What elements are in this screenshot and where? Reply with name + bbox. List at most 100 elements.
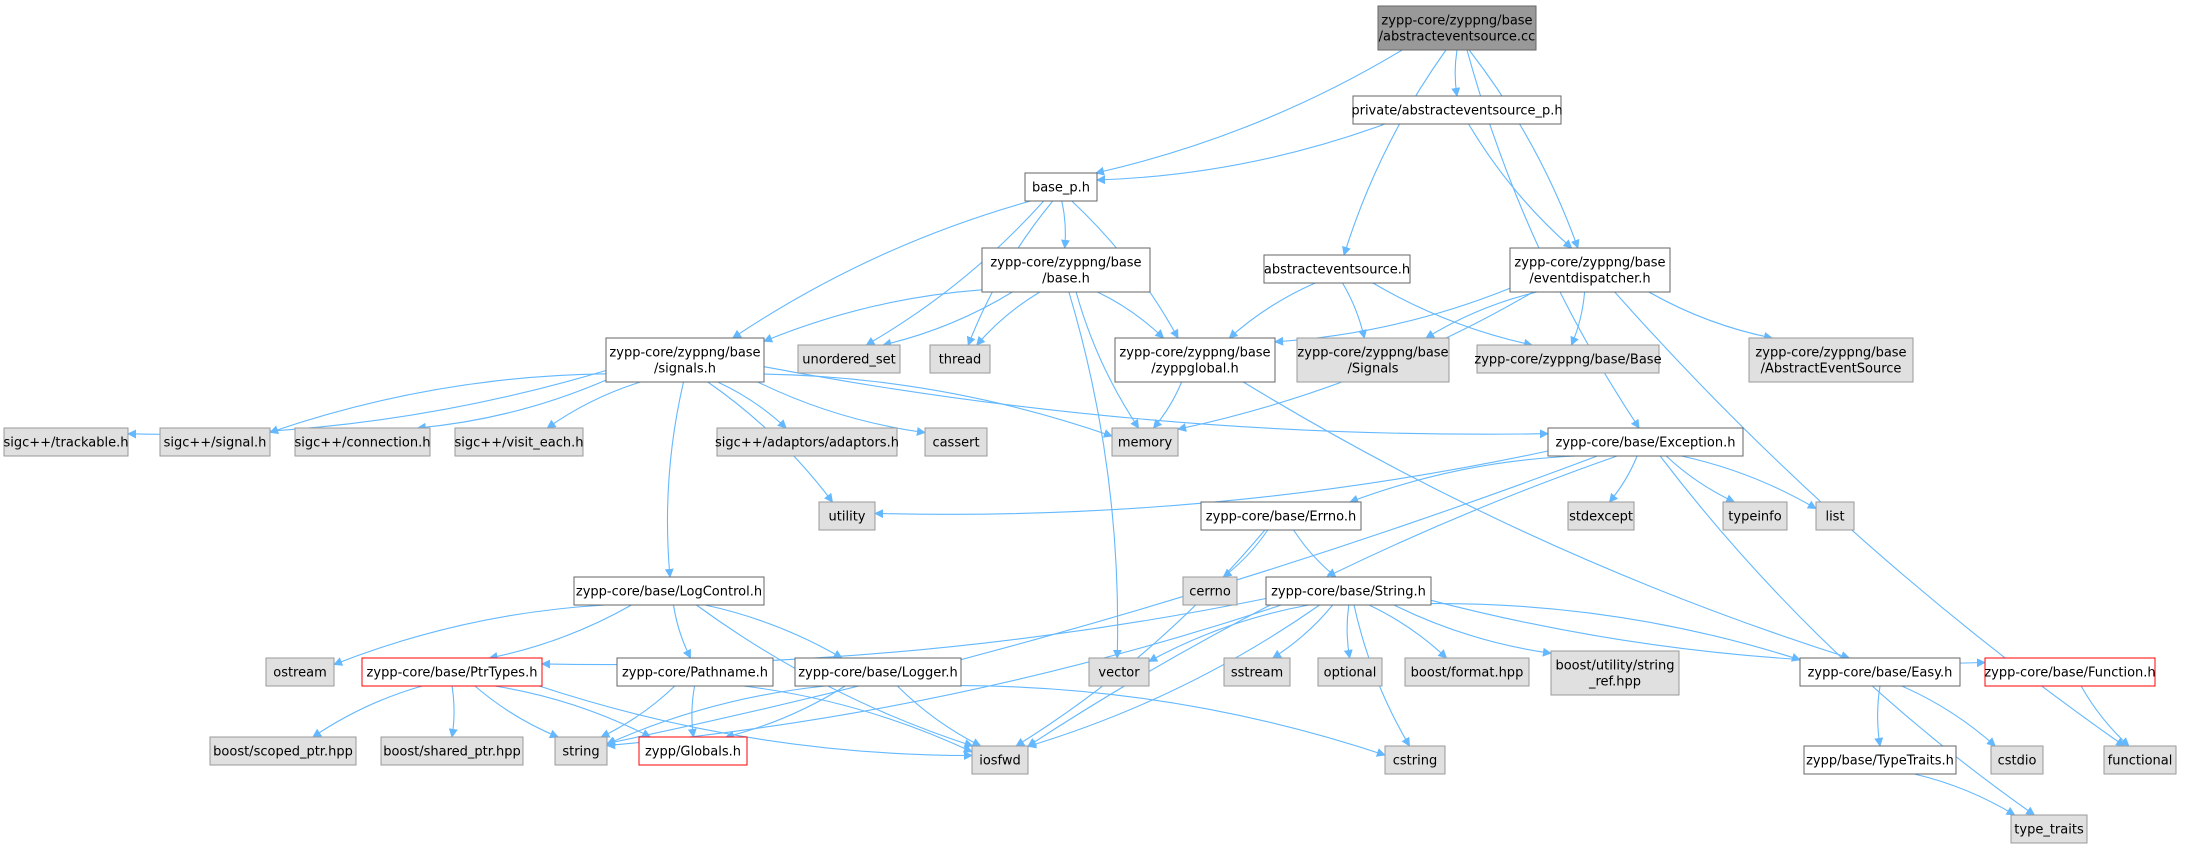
node-sstream-label-line: sstream	[1231, 666, 1283, 681]
node-functional-box	[2103, 745, 2177, 775]
node-evd-label-line: zypp-core/zyppng/base	[1514, 256, 1665, 271]
node-sstream-box	[1223, 657, 1291, 687]
node-ssig: sigc++/signal.h	[159, 427, 271, 457]
node-aesx-label-line: zypp-core/zyppng/base	[1755, 346, 1906, 361]
node-priv-box	[1352, 95, 1562, 125]
node-logger[interactable]: zypp-core/base/Logger.h	[794, 657, 962, 687]
edge-easy-to-ttraitsh	[1874, 685, 1884, 747]
node-bscoped: boost/scoped_ptr.hpp	[209, 736, 357, 766]
node-zglob[interactable]: zypp-core/zyppng/base/zyppglobal.h	[1114, 337, 1276, 383]
nodes: zypp-core/zyppng/base/abstracteventsourc…	[3, 5, 2177, 844]
node-root-box	[1377, 5, 1537, 51]
node-basep-label-line: base_p.h	[1032, 181, 1090, 196]
node-str[interactable]: zypp-core/base/String.h	[1265, 576, 1432, 606]
node-uset-box	[797, 344, 901, 374]
edge-func-to-functional	[2080, 685, 2130, 747]
edge-str-to-func	[1430, 599, 1986, 668]
node-errno-box	[1200, 501, 1362, 531]
node-conn-box	[294, 427, 431, 457]
node-root[interactable]: zypp-core/zyppng/base/abstracteventsourc…	[1377, 5, 1537, 51]
node-optional-label-line: optional	[1324, 666, 1377, 681]
node-bfmt: boost/format.hpp	[1404, 657, 1530, 687]
edge-aes-to-zglob	[1228, 282, 1316, 339]
node-aes[interactable]: abstracteventsource.h	[1263, 254, 1411, 284]
node-iosfwd-label-line: iosfwd	[979, 754, 1021, 769]
edge-str-to-optional	[1343, 604, 1353, 659]
node-easy[interactable]: zypp-core/base/Easy.h	[1799, 657, 1961, 687]
node-ttraits-box	[2010, 814, 2088, 844]
node-optional-box	[1317, 657, 1383, 687]
node-cstring-box	[1384, 745, 1446, 775]
node-memory: memory	[1111, 427, 1179, 457]
edge-pathn-to-string	[600, 685, 676, 738]
node-sig[interactable]: zypp-core/zyppng/base/signals.h	[605, 337, 765, 383]
edge-sig-to-visit	[546, 381, 641, 429]
node-easy-box	[1799, 657, 1961, 687]
node-logc-box	[573, 576, 765, 606]
node-ostream-label-line: ostream	[273, 666, 327, 681]
node-basep-box	[1024, 172, 1098, 202]
node-visit: sigc++/visit_each.h	[454, 427, 584, 457]
node-cerrno: cerrno	[1182, 576, 1238, 606]
node-easy-label-line: zypp-core/base/Easy.h	[1808, 666, 1953, 681]
edge-evd-to-bbase	[1570, 291, 1586, 346]
edge-errno-to-cerrno	[1222, 529, 1269, 578]
edge-logger-to-string	[606, 685, 826, 745]
node-globals[interactable]: zypp/Globals.h	[638, 736, 748, 766]
node-pathn-box	[616, 657, 774, 687]
edge-ptrt-to-bscoped	[312, 685, 423, 738]
node-uset: unordered_set	[797, 344, 901, 374]
edge-logc-to-ostream	[333, 604, 606, 666]
node-ttraits: type_traits	[2010, 814, 2088, 844]
node-bbase-label-line: zypp-core/zyppng/base/Base	[1474, 353, 1661, 368]
node-pathn[interactable]: zypp-core/Pathname.h	[616, 657, 774, 687]
node-cassert: cassert	[924, 427, 988, 457]
node-zglob-label-line: zypp-core/zyppng/base	[1119, 346, 1270, 361]
node-exc[interactable]: zypp-core/base/Exception.h	[1547, 427, 1744, 457]
edge-sig-to-conn	[416, 379, 607, 432]
node-utility-label-line: utility	[829, 510, 866, 525]
node-errno-label-line: zypp-core/base/Errno.h	[1206, 510, 1356, 525]
node-ptrt[interactable]: zypp-core/base/PtrTypes.h	[361, 657, 543, 687]
edge-exc-to-string	[606, 455, 1598, 747]
edge-zglob-to-memory	[1152, 381, 1183, 429]
node-func[interactable]: zypp-core/base/Function.h	[1984, 657, 2156, 687]
node-exc-label-line: zypp-core/base/Exception.h	[1556, 436, 1736, 451]
edge-sig-to-logc	[664, 381, 685, 578]
node-logc[interactable]: zypp-core/base/LogControl.h	[573, 576, 765, 606]
node-errno[interactable]: zypp-core/base/Errno.h	[1200, 501, 1362, 531]
node-base-box	[981, 247, 1151, 293]
node-functional: functional	[2103, 745, 2177, 775]
node-evd[interactable]: zypp-core/zyppng/base/eventdispatcher.h	[1509, 247, 1671, 293]
node-bstrref: boost/utility/string_ref.hpp	[1550, 650, 1680, 696]
node-vector: vector	[1088, 657, 1150, 687]
node-sig-box	[605, 337, 765, 383]
node-stdexcept-box	[1567, 501, 1635, 531]
node-evd-box	[1509, 247, 1671, 293]
node-base-label-line: zypp-core/zyppng/base	[990, 256, 1141, 271]
edge-logger-to-globals	[724, 685, 846, 740]
node-typeinfo-label-line: typeinfo	[1728, 510, 1781, 525]
node-bbase: zypp-core/zyppng/base/Base	[1474, 344, 1662, 374]
edge-sig-to-memory	[763, 373, 1113, 438]
edge-ptrt-to-globals	[494, 685, 652, 738]
edge-pathn-to-globals	[687, 685, 697, 738]
node-priv[interactable]: private/abstracteventsource_p.h	[1351, 95, 1563, 125]
node-priv-label-line: private/abstracteventsource_p.h	[1351, 104, 1562, 119]
edge-ttraitsh-to-ttraits	[1914, 773, 2016, 816]
node-list-box	[1815, 501, 1855, 531]
node-bfmt-box	[1404, 657, 1530, 687]
node-visit-box	[454, 427, 584, 457]
node-basep[interactable]: base_p.h	[1024, 172, 1098, 202]
node-sigs-box	[1296, 337, 1450, 383]
node-ttraitsh[interactable]: zypp/base/TypeTraits.h	[1803, 745, 1957, 775]
node-ostream-box	[265, 657, 335, 687]
node-base[interactable]: zypp-core/zyppng/base/base.h	[981, 247, 1151, 293]
edge-base-to-vector	[1068, 291, 1122, 659]
node-str-box	[1265, 576, 1432, 606]
node-ttraitsh-label-line: zypp/base/TypeTraits.h	[1806, 754, 1954, 769]
node-cstdio-box	[1990, 745, 2044, 775]
edge-logc-to-ptrt	[488, 604, 632, 661]
node-sig-label-line: /signals.h	[654, 362, 716, 377]
